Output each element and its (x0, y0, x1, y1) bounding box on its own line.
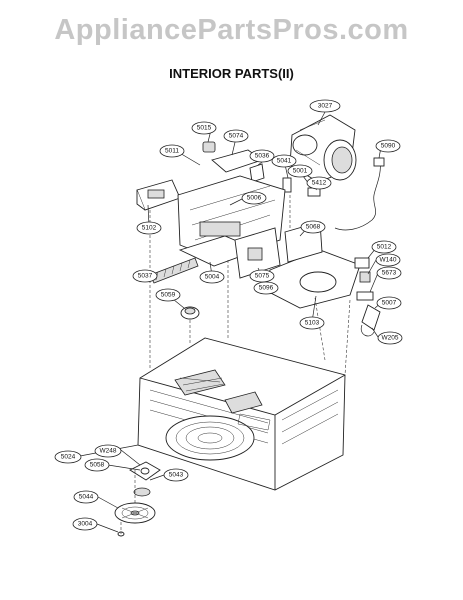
callout-5024: 5024 (54, 450, 82, 464)
callout-label: 5006 (247, 195, 262, 202)
upper-bracket-parts (202, 141, 321, 197)
base-plate (264, 221, 361, 309)
callout-label: 5036 (255, 153, 270, 160)
callout-5015: 5015 (191, 121, 217, 135)
callout-label: 5011 (165, 148, 179, 155)
callout-5102: 5102 (136, 221, 162, 235)
callout-5004: 5004 (199, 270, 225, 284)
watermark: AppliancePartsPros.com (54, 14, 409, 46)
door-switch-parts (354, 257, 381, 337)
callout-W205: W205 (377, 331, 403, 345)
callout-5007: 5007 (376, 296, 402, 310)
callout-5059: 5059 (155, 288, 181, 302)
callout-W248: W248 (94, 444, 122, 458)
callout-5103: 5103 (299, 316, 325, 330)
callout-5068: 5068 (300, 220, 326, 234)
callout-label: 3027 (318, 103, 333, 110)
callout-5037: 5037 (132, 269, 158, 283)
assembly-lines (120, 195, 351, 534)
callout-label: 5090 (381, 143, 396, 150)
page-title: INTERIOR PARTS(II) (169, 66, 294, 81)
callout-5090: 5090 (375, 139, 401, 153)
turntable-parts (114, 461, 161, 537)
callout-5412: 5412 (306, 176, 332, 190)
callout-5096: 5096 (253, 281, 279, 295)
callout-label: 3004 (78, 521, 93, 528)
callout-label: 5103 (305, 320, 320, 327)
charcoal-filter (149, 257, 199, 284)
callout-label: 5012 (377, 244, 392, 251)
callout-label: 5075 (255, 273, 270, 280)
callout-label: 5024 (61, 454, 76, 461)
callout-5011: 5011 (159, 144, 185, 158)
callout-label: 5412 (312, 180, 327, 187)
callout-label: 5102 (142, 225, 157, 232)
callout-5075: 5075 (249, 269, 275, 283)
callout-label: 5015 (197, 125, 212, 132)
callout-5012: 5012 (371, 240, 397, 254)
callout-5001: 5001 (287, 164, 313, 178)
oven-cavity (137, 337, 346, 491)
callout-label: 5041 (277, 158, 292, 165)
callout-label: W140 (380, 257, 397, 264)
callout-label: W205 (382, 335, 399, 342)
callout-5058: 5058 (84, 458, 110, 472)
callout-label: 5001 (293, 168, 308, 175)
callout-W140: W140 (375, 253, 401, 267)
callout-label: 5074 (229, 133, 244, 140)
callout-5673: 5673 (376, 266, 402, 280)
callout-label: 5096 (259, 285, 274, 292)
callout-5043: 5043 (163, 468, 189, 482)
callout-5044: 5044 (73, 490, 99, 504)
callout-5036: 5036 (249, 149, 275, 163)
callout-label: 5673 (382, 270, 397, 277)
callout-label: 5058 (90, 462, 105, 469)
callout-label: 5004 (205, 274, 220, 281)
callout-label: 5007 (382, 300, 397, 307)
callout-label: 5037 (138, 273, 153, 280)
callout-label: 5059 (161, 292, 176, 299)
callout-3027: 3027 (309, 99, 341, 113)
callout-label: 5068 (306, 224, 321, 231)
control-bracket (234, 227, 281, 279)
callout-5074: 5074 (223, 129, 249, 143)
callout-label: W248 (100, 448, 117, 455)
fan-motor-assembly (289, 114, 357, 183)
callout-label: 5044 (79, 494, 94, 501)
callout-5006: 5006 (241, 191, 267, 205)
callout-5041: 5041 (271, 154, 297, 168)
callout-label: 5043 (169, 472, 184, 479)
lamp-socket (180, 306, 200, 320)
callout-3004: 3004 (72, 517, 98, 531)
vent-box (136, 179, 181, 211)
